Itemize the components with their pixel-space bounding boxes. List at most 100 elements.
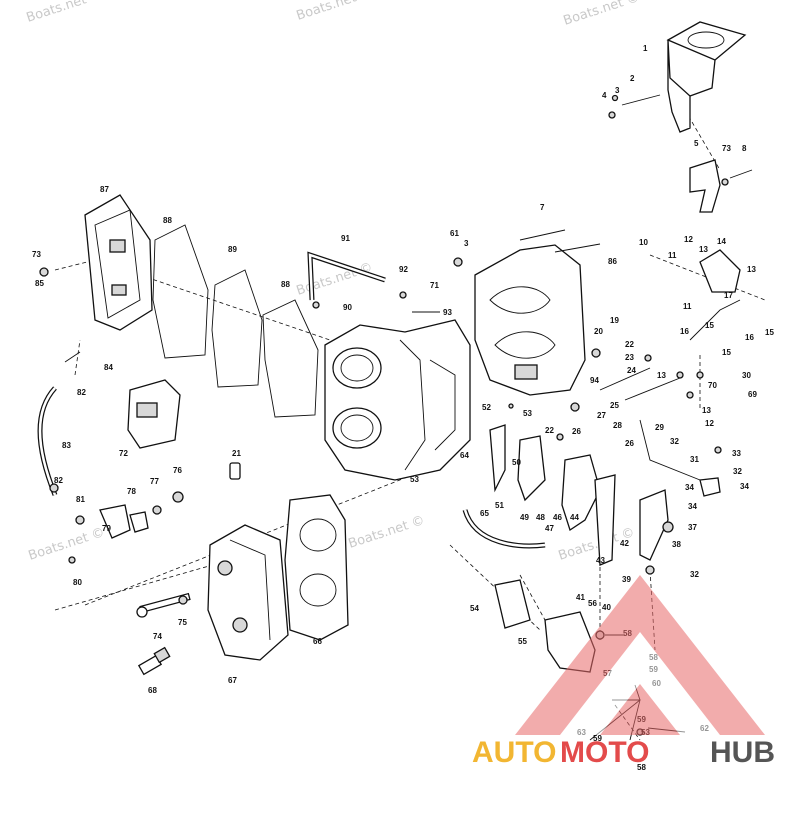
callout-80: 80 [73,578,82,587]
callout-51: 51 [495,501,504,510]
callout-81: 81 [76,495,85,504]
callout-29: 29 [655,423,664,432]
callout-3: 3 [615,86,620,95]
callout-11: 11 [668,251,677,260]
callout-5: 5 [694,139,699,148]
head-gasket [284,494,349,641]
bleed-hose [37,386,58,496]
watermark: Boats.net © [27,525,107,564]
spark-plug [137,646,171,676]
callout-20: 20 [594,327,603,336]
callout-53b: 53 [523,409,532,418]
callout-35: 34 [685,483,694,492]
cover-gasket [152,224,209,359]
callout-22: 22 [625,340,634,349]
callout-55: 55 [518,637,527,646]
watermark: Boats.net © [295,0,375,24]
callout-1: 1 [643,44,648,53]
plate-gasket [262,299,319,418]
callout-79: 79 [102,524,111,533]
head-bolt [136,592,191,618]
callout-4: 4 [602,91,607,100]
callout-64: 64 [460,451,469,460]
throttle-linkage [489,367,721,566]
callout-39: 39 [622,575,631,584]
callout-66: 66 [313,637,322,646]
temp-sensor [229,462,241,480]
callout-15: 15 [705,321,714,330]
callout-27: 27 [597,411,606,420]
callout-36: 34 [688,502,697,511]
callout-13b: 13 [747,265,756,274]
callout-44: 44 [570,513,579,522]
callout-3b: 3 [464,239,469,248]
callout-7: 7 [540,203,545,212]
callout-17: 17 [724,291,733,300]
callout-91: 91 [341,234,350,243]
callout-24: 24 [627,366,636,375]
callout-58c: 58 [637,763,646,772]
brand-hub: HUB [710,736,775,769]
callout-50: 50 [512,458,521,467]
callout-90: 90 [343,303,352,312]
callout-25: 25 [610,401,619,410]
callout-40: 40 [602,603,611,612]
brand-moto: MOTO [560,736,649,769]
callout-26b: 26 [572,427,581,436]
callout-13: 13 [699,245,708,254]
callout-16b: 16 [745,333,754,342]
callout-67: 67 [228,676,237,685]
callout-52: 52 [482,403,491,412]
inner-gasket [211,269,263,388]
callout-14: 14 [717,237,726,246]
clip-bracket [689,159,721,213]
callout-10: 10 [639,238,648,247]
callout-19: 19 [610,316,619,325]
callout-89: 89 [228,245,237,254]
callout-75: 75 [178,618,187,627]
thermostat [129,511,149,533]
brand-auto: AUTO [472,736,556,769]
callout-70: 70 [708,381,717,390]
brand-wordmark: AUTO MOTO HUB [472,736,775,769]
callout-13d: 13 [702,406,711,415]
callout-86: 86 [608,257,617,266]
callout-22b: 22 [545,426,554,435]
callout-26: 26 [625,439,634,448]
callout-12: 12 [684,235,693,244]
callout-54: 54 [470,604,479,613]
callout-46: 46 [553,513,562,522]
exhaust-cover [84,194,153,331]
automotohub-logo [515,575,765,735]
mount-bracket [666,21,747,133]
callout-49: 49 [520,513,529,522]
callout-72: 72 [119,449,128,458]
callout-92: 92 [399,265,408,274]
callout-93: 93 [443,308,452,317]
callout-84: 84 [104,363,113,372]
callout-23: 23 [625,353,634,362]
callout-8: 8 [742,144,747,153]
callout-85: 85 [35,279,44,288]
bypass-cover [494,579,531,629]
callout-88b: 88 [281,280,290,289]
link-rod [689,299,741,341]
callout-37: 37 [688,523,697,532]
callout-15c: 15 [722,348,731,357]
callout-71: 71 [430,281,439,290]
callout-48: 48 [536,513,545,522]
callout-12b: 12 [705,419,714,428]
callout-32c: 32 [690,570,699,579]
watermark: Boats.net © [562,0,642,29]
callout-41: 41 [576,593,585,602]
callout-73b: 73 [32,250,41,259]
callout-43: 43 [596,556,605,565]
callout-53: 53 [410,475,419,484]
callout-11b: 11 [683,302,692,311]
callout-69: 69 [748,390,757,399]
callout-76: 76 [173,466,182,475]
callout-78: 78 [127,487,136,496]
callout-42: 42 [620,539,629,548]
callout-33: 33 [732,449,741,458]
callout-65: 65 [480,509,489,518]
